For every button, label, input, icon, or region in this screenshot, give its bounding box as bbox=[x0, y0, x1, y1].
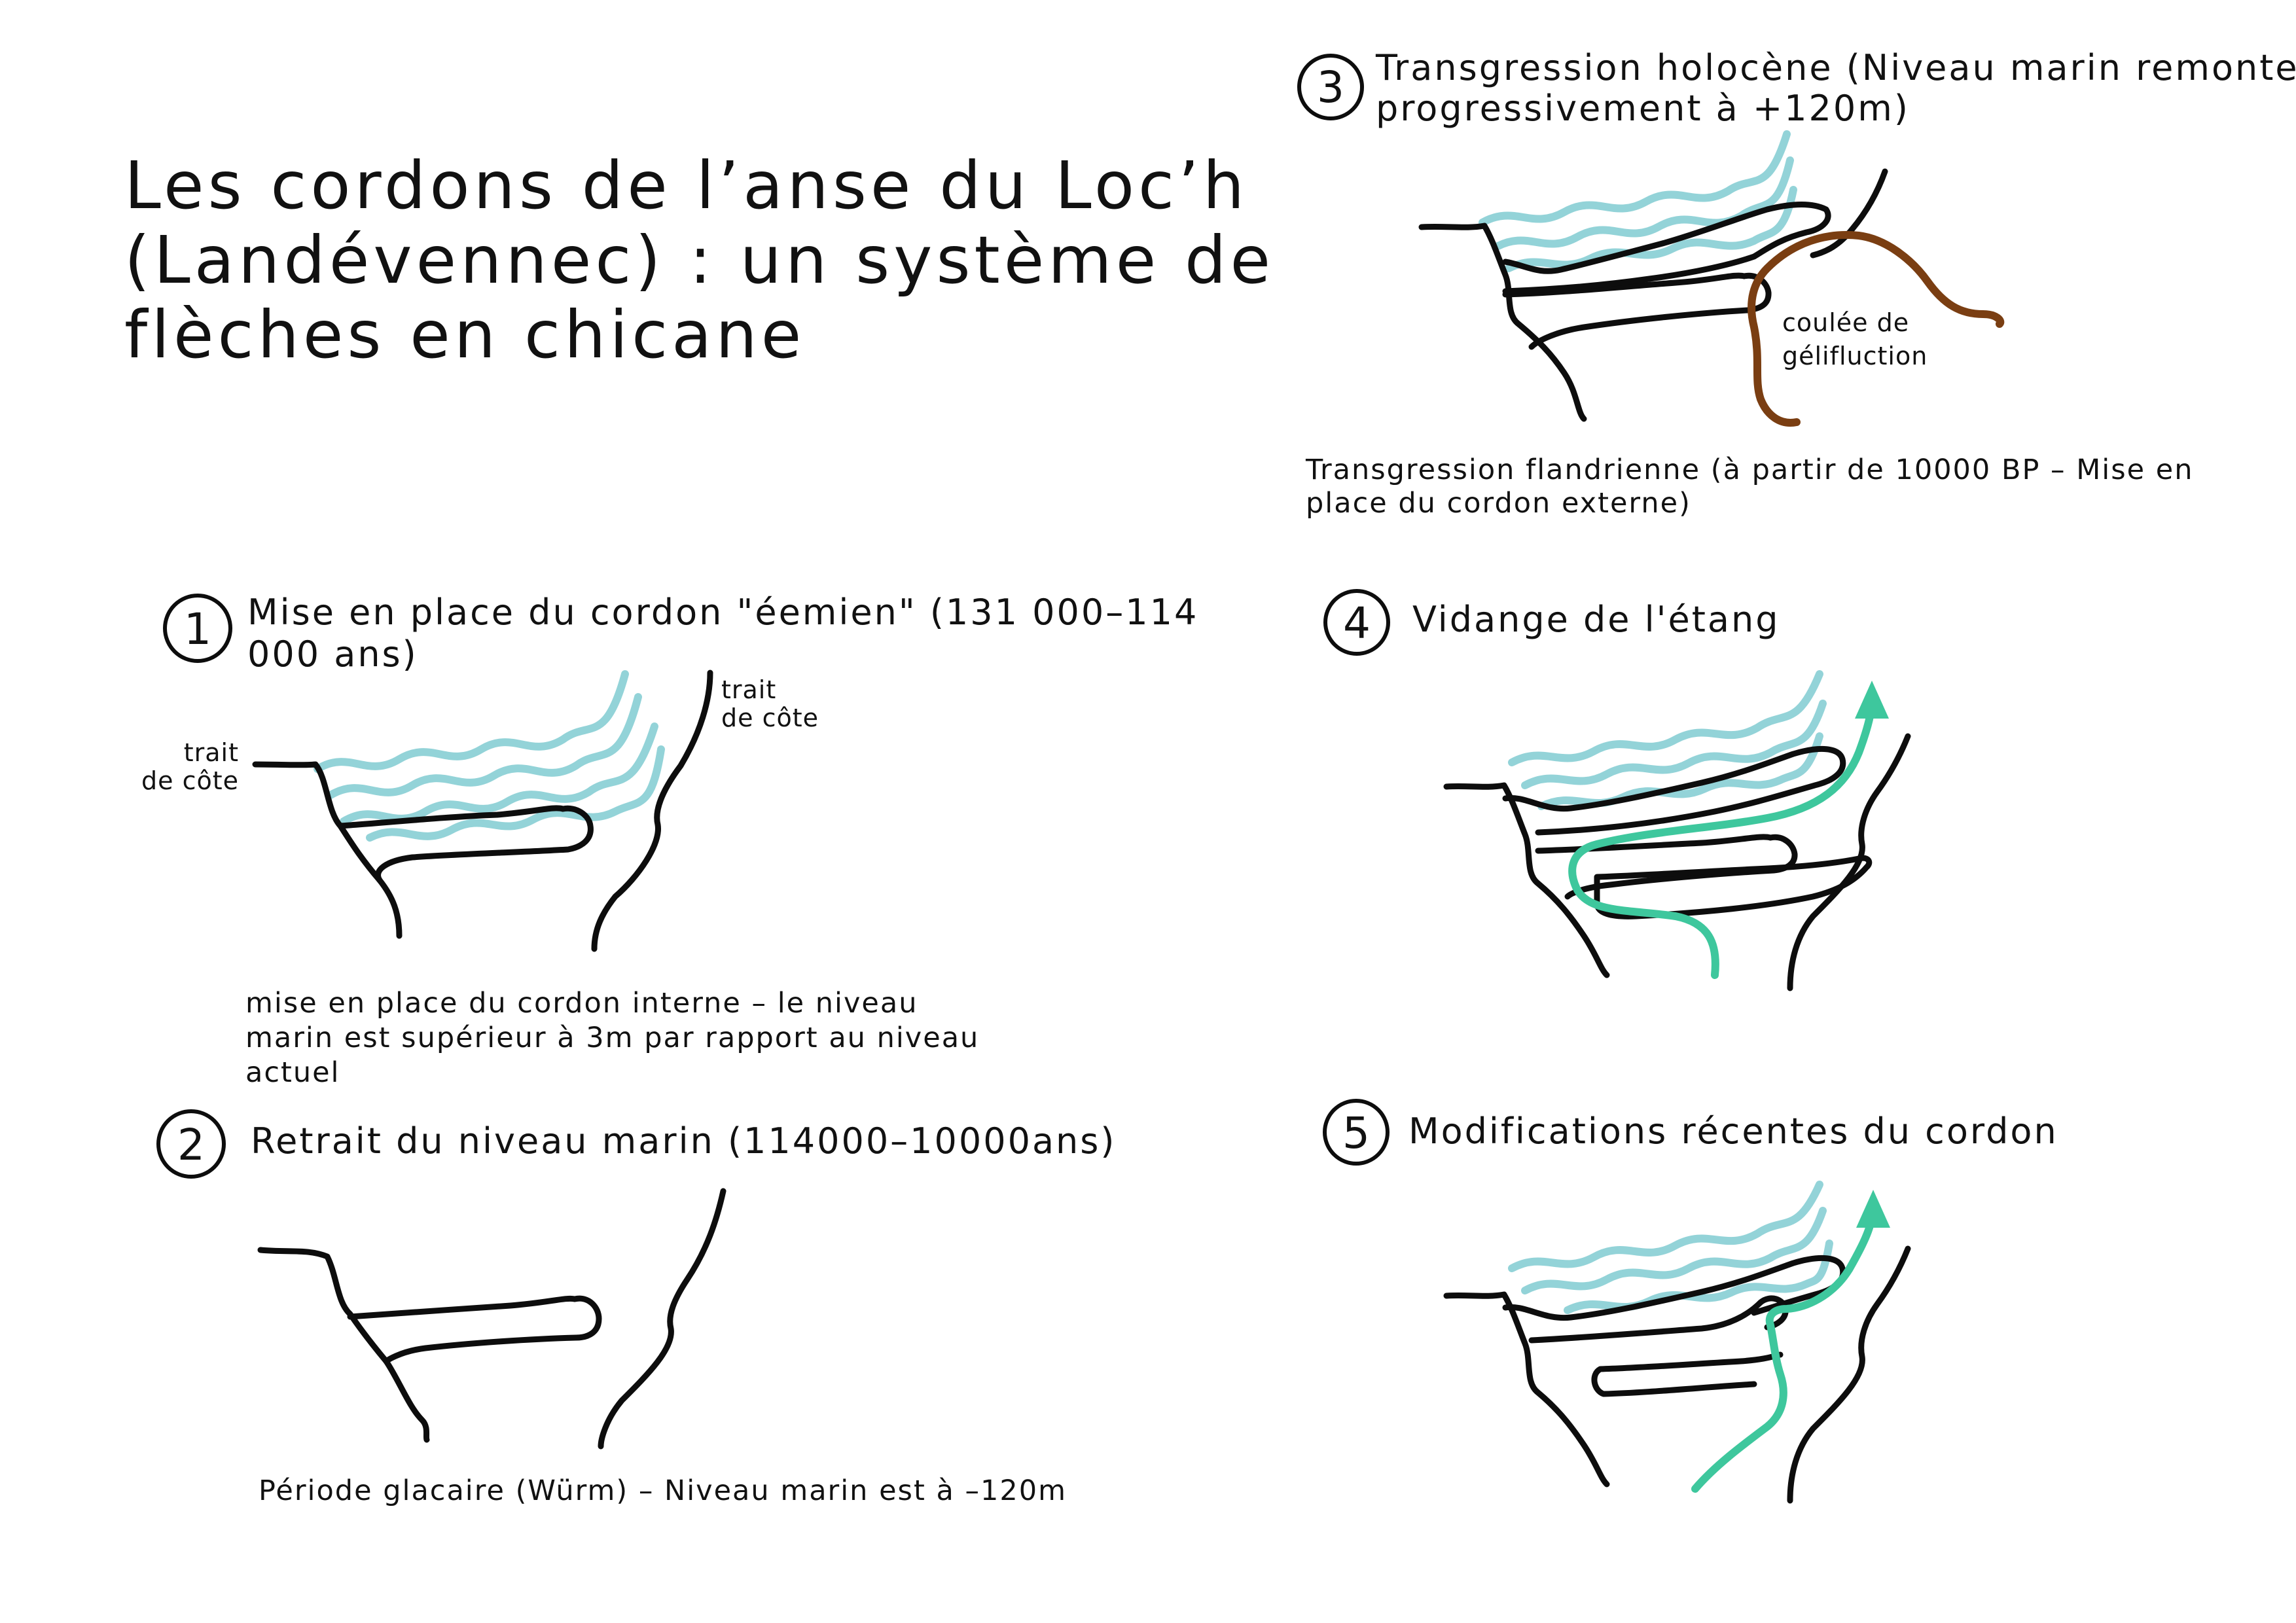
step-1-caption-line-1: mise en place du cordon interne – le niv… bbox=[245, 987, 918, 1020]
step-3-number-circle bbox=[1297, 54, 1364, 120]
step-5-sea-wave bbox=[1508, 1181, 1823, 1272]
step-4-channel-spit bbox=[1594, 855, 1873, 919]
step-5-number: 5 bbox=[1342, 1108, 1370, 1158]
title-line-1: Les cordons de l’anse du Loc’h bbox=[124, 147, 1248, 224]
step-5-inner-spit bbox=[1591, 1351, 1784, 1397]
step-4-inner-spit bbox=[1535, 834, 1798, 900]
step-3-label-line-1: coulée de bbox=[1782, 308, 1909, 337]
step-1-sea-wave bbox=[327, 693, 642, 799]
step-4-outer-spit bbox=[1502, 745, 1846, 836]
step-4-coastline bbox=[1443, 733, 1911, 991]
step-2-coastline bbox=[257, 1188, 726, 1450]
step-4-left-shore bbox=[1443, 782, 1610, 978]
step-5-sea-waves bbox=[1508, 1181, 1833, 1314]
step-3-sea-wave bbox=[1479, 130, 1791, 226]
step-4-heading: Vidange de l'étang bbox=[1412, 599, 1780, 640]
step-4-sea-waves bbox=[1508, 670, 1827, 810]
step-1-inner-spit bbox=[337, 805, 594, 883]
step-3-gelifluction-flow bbox=[1748, 231, 2005, 427]
step-3-left-shore bbox=[1418, 223, 1587, 422]
step-1-label-left-line-1: trait bbox=[184, 738, 239, 767]
step-2-left-shore bbox=[257, 1247, 430, 1443]
step-3-caption-line-1: Transgression flandrienne (à partir de 1… bbox=[1305, 454, 2194, 486]
panel-step-5: 5 Modifications récentes du cordon bbox=[1323, 1099, 2058, 1504]
step-1-sea-wave bbox=[314, 670, 629, 773]
step-1-caption-line-3: actuel bbox=[245, 1056, 340, 1089]
step-3-number: 3 bbox=[1317, 62, 1344, 113]
step-1-coastline bbox=[252, 669, 713, 952]
step-1-label-right-line-2: de côte bbox=[721, 704, 819, 732]
step-1-caption-line-2: marin est supérieur à 3m par rapport au … bbox=[245, 1022, 979, 1054]
step-3-heading-line-2: progressivement à +120m) bbox=[1376, 88, 1910, 129]
panel-step-3: 3 Transgression holocène (Niveau marin r… bbox=[1297, 47, 2296, 520]
step-4-drainage-flow bbox=[1568, 696, 1876, 979]
step-5-heading: Modifications récentes du cordon bbox=[1408, 1111, 2058, 1152]
title-line-3: flèches en chicane bbox=[124, 296, 805, 373]
step-1-heading-line-2: 000 ans) bbox=[247, 633, 418, 675]
step-1-label-left-line-2: de côte bbox=[141, 766, 239, 795]
step-4-flow-arrowhead bbox=[1855, 681, 1889, 719]
step-4-sea-wave bbox=[1508, 670, 1823, 766]
step-2-heading: Retrait du niveau marin (114000–10000ans… bbox=[251, 1120, 1116, 1162]
step-3-caption-line-2: place du cordon externe) bbox=[1306, 487, 1691, 520]
diagram-title: Les cordons de l’anse du Loc’h (Landéven… bbox=[124, 147, 1274, 373]
step-2-number-circle bbox=[156, 1109, 226, 1179]
step-1-label-right-line-1: trait bbox=[721, 675, 776, 704]
step-5-sea-wave bbox=[1564, 1240, 1833, 1314]
panel-step-1: 1 Mise en place du cordon "éemien" (131 … bbox=[141, 592, 1198, 1089]
step-4-number: 4 bbox=[1343, 598, 1371, 649]
step-5-right-shore bbox=[1787, 1245, 1911, 1504]
step-2-caption: Période glacaire (Würm) – Niveau marin e… bbox=[259, 1474, 1067, 1507]
step-3-outer-spit bbox=[1502, 202, 1831, 294]
step-5-left-shore bbox=[1443, 1291, 1610, 1488]
step-5-flow-arrowhead bbox=[1856, 1190, 1890, 1228]
step-3-heading-line-1: Transgression holocène (Niveau marin rem… bbox=[1375, 47, 2296, 88]
panel-step-2: 2 Retrait du niveau marin (114000–10000a… bbox=[156, 1109, 1116, 1507]
step-4-right-shore bbox=[1787, 733, 1911, 991]
step-3-inner-spit bbox=[1502, 272, 1772, 350]
step-1-sea-wave bbox=[366, 745, 665, 842]
step-3-sea-wave bbox=[1505, 186, 1797, 272]
step-1-right-shore bbox=[591, 669, 713, 952]
step-3-coastline bbox=[1418, 168, 1888, 422]
step-4-sea-wave bbox=[1521, 700, 1827, 789]
step-5-breach-flow bbox=[1691, 1210, 1876, 1493]
title-line-2: (Landévennec) : un système de bbox=[124, 222, 1274, 298]
panel-step-4: 4 Vidange de l'étang bbox=[1323, 589, 1911, 991]
step-2-paleo-spit bbox=[347, 1295, 602, 1364]
step-3-sea-wave bbox=[1492, 156, 1794, 251]
step-5-number-circle bbox=[1323, 1099, 1390, 1166]
step-5-outer-spit bbox=[1502, 1255, 1846, 1321]
step-1-number-circle bbox=[163, 594, 232, 663]
step-1-heading-line-1: Mise en place du cordon "éemien" (131 00… bbox=[247, 592, 1198, 633]
step-2-right-shore bbox=[598, 1188, 726, 1450]
step-4-number-circle bbox=[1323, 589, 1390, 656]
step-1-number: 1 bbox=[184, 604, 211, 654]
step-5-sea-wave bbox=[1521, 1207, 1827, 1294]
step-2-number: 2 bbox=[177, 1120, 205, 1170]
step-3-sea-waves bbox=[1479, 130, 1797, 272]
step-3-right-shore bbox=[1810, 168, 1888, 259]
step-3-label-line-2: gélifluction bbox=[1782, 342, 1928, 370]
